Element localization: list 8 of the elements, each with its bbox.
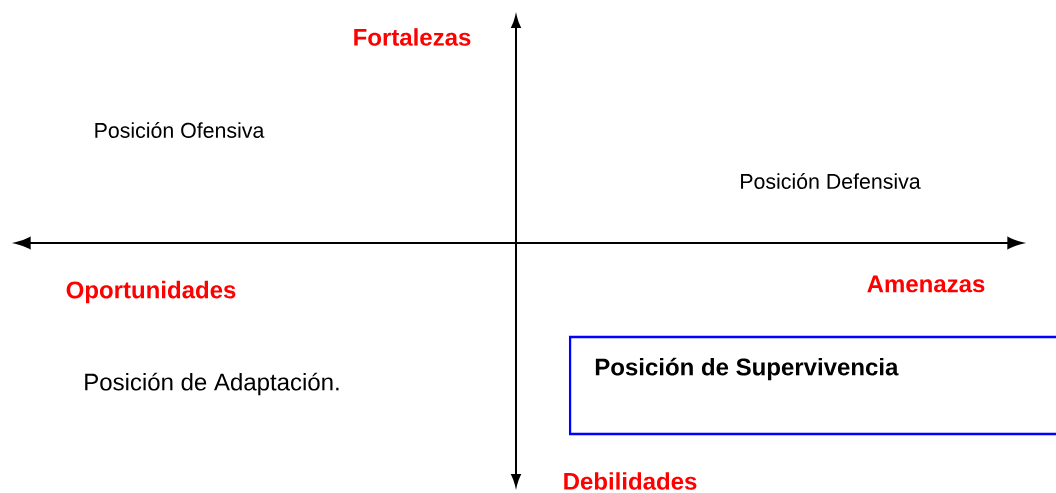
axis-label: Fortalezas xyxy=(354,28,471,46)
axis-label: Amenazas xyxy=(867,275,985,293)
axis-label: Debilidades xyxy=(564,472,697,490)
position-box: Posición de Supervivencia xyxy=(568,335,1056,436)
quadrant-label: Posición Defensiva xyxy=(741,173,921,189)
quadrant-label: Posición de Adaptación. xyxy=(85,372,339,396)
axis-label: Oportunidades xyxy=(66,280,236,304)
quadrant-label: Posición Ofensiva xyxy=(95,122,265,138)
